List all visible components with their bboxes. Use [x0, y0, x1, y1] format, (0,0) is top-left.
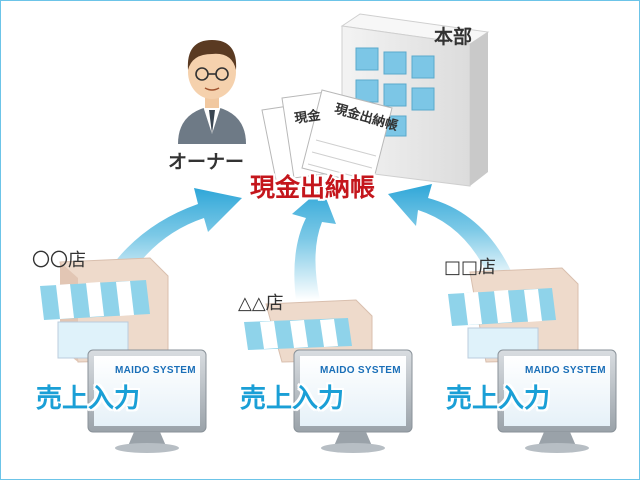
- store-3-sales-entry-label: 売上入力: [446, 384, 551, 414]
- ledger-doc-back-text: 現金: [293, 108, 322, 127]
- monitor-2-icon: [293, 349, 413, 453]
- store-3-label: □□店: [444, 257, 497, 278]
- headquarters-label: 本部: [434, 26, 473, 48]
- store-3-building-icon: [448, 267, 579, 363]
- owner-label: オーナー: [168, 151, 245, 173]
- arrow-store2-to-ledger: [292, 188, 336, 300]
- store-1-building-icon: [40, 257, 169, 363]
- ledger-documents-icon: [261, 89, 393, 187]
- arrow-store3-to-ledger: [388, 184, 516, 284]
- monitor-3-icon: [497, 349, 617, 453]
- store-2-building-icon: [244, 299, 373, 363]
- store-1-label: 〇〇店: [32, 250, 86, 271]
- monitor-2-brand: MAIDO SYSTEM: [320, 365, 401, 376]
- ledger-label: 現金出納帳: [250, 173, 376, 202]
- store-2-sales-entry-label: 売上入力: [240, 384, 345, 414]
- owner-person-icon: [178, 40, 246, 144]
- store-1-sales-entry-label: 売上入力: [36, 384, 141, 414]
- monitor-1-brand: MAIDO SYSTEM: [115, 365, 196, 376]
- monitor-1-icon: [87, 349, 207, 453]
- monitor-3-brand: MAIDO SYSTEM: [525, 365, 606, 376]
- store-2-label: △△店: [238, 293, 284, 314]
